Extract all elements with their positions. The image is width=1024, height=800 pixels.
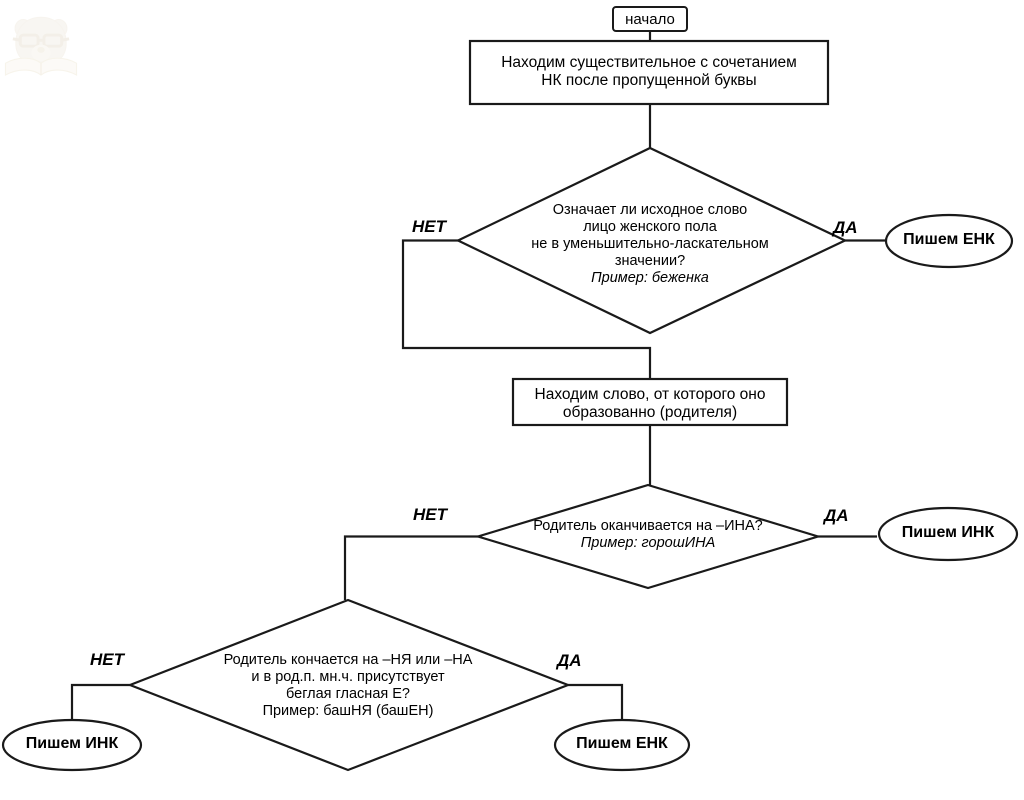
node-start-shape [612, 6, 688, 32]
node-result-enk-top-shape[interactable] [884, 213, 1014, 269]
node-find-parent-shape [511, 377, 789, 427]
branch-label-ina-no: НЕТ [413, 505, 447, 524]
edge-ina-decision-no-to-nya-decision [343, 535, 478, 600]
node-result-enk-bottom-shape[interactable] [553, 718, 691, 772]
branch-label-nya-no: НЕТ [90, 650, 124, 669]
node-find-noun-shape [468, 39, 830, 106]
branch-label-ina-yes: ДА [824, 506, 849, 525]
branch-label-nya-yes: ДА [557, 651, 582, 670]
edge-female-decision-no-to-find-parent [401, 239, 652, 379]
node-nya-na-ending-decision-shape [126, 598, 572, 772]
node-result-ink-middle-shape[interactable] [877, 506, 1019, 562]
node-ina-ending-decision-shape [474, 483, 822, 590]
node-result-ink-bottom-shape[interactable] [1, 718, 143, 772]
branch-label-female-yes: ДА [833, 218, 858, 237]
edge-nya-decision-no-to-ink [70, 683, 130, 725]
node-female-person-decision-shape [455, 146, 848, 335]
branch-label-female-no: НЕТ [412, 217, 446, 236]
edge-nya-decision-yes-to-enk [568, 683, 624, 723]
